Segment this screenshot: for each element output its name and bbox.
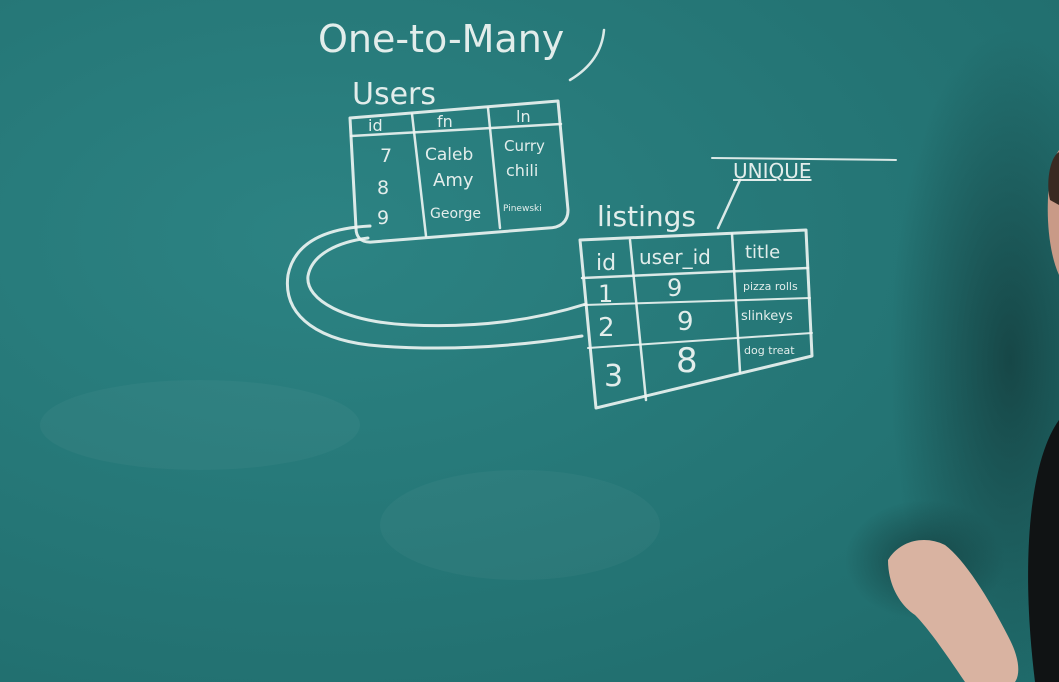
- listings-cell: 3: [604, 359, 623, 394]
- person-hair: [1048, 152, 1059, 205]
- listings-cell: pizza rolls: [743, 280, 798, 293]
- listings-cell: dog treat: [744, 344, 795, 357]
- person-hand: [888, 540, 1019, 682]
- users-col-divider: [486, 106, 502, 230]
- listings-table-row: 1 9 pizza rolls: [598, 274, 798, 308]
- users-cell: George: [430, 206, 481, 222]
- unique-underline: [711, 157, 897, 161]
- listings-cell: 9: [667, 274, 682, 302]
- users-cell: Amy: [433, 170, 474, 191]
- users-cell: 9: [377, 207, 389, 229]
- users-cell: 8: [377, 177, 389, 199]
- users-cell: Caleb: [425, 145, 473, 165]
- users-table-row: 7 Caleb Curry: [380, 137, 545, 167]
- users-header-cell: ln: [516, 107, 531, 126]
- users-header-cell: id: [368, 116, 383, 135]
- listings-header-cell: title: [745, 242, 780, 263]
- users-col-divider: [410, 112, 428, 238]
- listings-cell: 1: [598, 280, 613, 308]
- listings-cell: slinkeys: [741, 309, 793, 324]
- person-sleeve: [1028, 420, 1059, 682]
- users-cell: chili: [506, 161, 538, 180]
- users-table-border: [348, 99, 570, 244]
- title-flourish: [568, 28, 606, 82]
- listings-header-cell: id: [596, 251, 616, 276]
- relationship-line: [285, 224, 584, 350]
- listings-row-line: [587, 332, 813, 349]
- users-cell: Pinewski: [503, 204, 542, 214]
- listings-col-divider: [628, 238, 648, 402]
- users-header-row: id fn ln: [368, 107, 531, 135]
- users-table-row: 9 George Pinewski: [377, 204, 542, 229]
- listings-col-divider: [730, 232, 742, 374]
- unique-annotation: UNIQUE: [733, 159, 812, 183]
- users-table-title: Users: [352, 77, 436, 112]
- users-cell: Curry: [504, 137, 545, 155]
- listings-header-cell: user_id: [639, 245, 711, 269]
- listings-header-row: id user_id title: [596, 242, 780, 276]
- listings-table-row: 3 8 dog treat: [604, 341, 795, 394]
- unique-pointer: [716, 178, 742, 230]
- listings-row-line: [583, 297, 811, 306]
- listings-cell: 2: [598, 313, 615, 343]
- users-table-row: 8 Amy chili: [377, 161, 538, 199]
- board-title: One-to-Many: [318, 17, 564, 61]
- listings-header-line: [580, 266, 810, 280]
- listings-table-title: listings: [597, 200, 696, 233]
- relationship-line: [306, 236, 588, 328]
- users-header-line: [349, 122, 563, 138]
- listings-cell: 8: [676, 341, 698, 381]
- listings-table-row: 2 9 slinkeys: [598, 307, 793, 343]
- users-cell: 7: [380, 145, 392, 167]
- users-header-cell: fn: [437, 112, 453, 131]
- listings-cell: 9: [677, 307, 694, 337]
- listings-table-border: [578, 228, 814, 410]
